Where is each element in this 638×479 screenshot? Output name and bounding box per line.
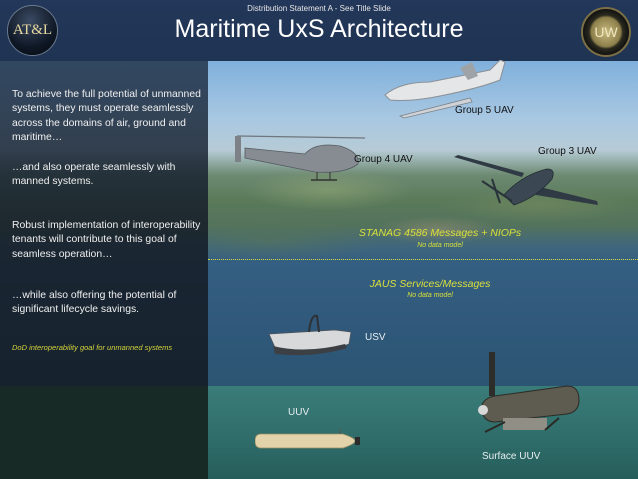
fixed-wing-uav-icon [454,155,598,206]
atl-logo-icon: AT&L [7,5,58,56]
sidebar-paragraph: …while also offering the potential of si… [12,290,177,316]
air-maritime-divider [208,259,638,260]
usv-label: USV [365,332,386,343]
slide-title: Maritime UxS Architecture [174,15,464,43]
surface-uuv-label: Surface UUV [482,451,541,462]
uuv-label: UUV [288,407,310,418]
atl-logo-text: AT&L [12,22,53,38]
sidebar-panel-bottom [0,386,208,479]
sidebar-paragraph: …and also operate seamlessly with manned… [12,162,176,188]
sidebar-paragraph: Robust implementation of interoperabilit… [12,220,201,260]
jaus-label: JAUS Services/Messages [369,278,491,290]
snorkel-uuv-icon [478,352,580,433]
uw-logo-icon: UW [581,7,631,57]
torpedo-uuv-icon [255,428,360,449]
uw-logo-text: UW [594,24,618,40]
slide-header: Distribution Statement A - See Title Sli… [0,0,638,61]
jaus-sublabel: No data model [407,292,453,299]
stanag-label: STANAG 4586 Messages + NIOPs [358,227,522,239]
sidebar-note: DoD interoperability goal for unmanned s… [12,343,173,352]
group4-uav-label: Group 4 UAV [354,154,413,165]
surface-boat-icon [268,314,352,356]
sidebar-paragraph: To achieve the full potential of unmanne… [12,89,201,144]
helicopter-uav-icon [235,135,366,181]
group3-uav-label: Group 3 UAV [538,146,597,157]
group5-uav-label: Group 5 UAV [455,105,514,116]
stanag-sublabel: No data model [417,242,463,249]
global-hawk-uav-icon [384,60,506,119]
distribution-statement: Distribution Statement A - See Title Sli… [247,4,391,13]
terrain-background [208,150,638,260]
